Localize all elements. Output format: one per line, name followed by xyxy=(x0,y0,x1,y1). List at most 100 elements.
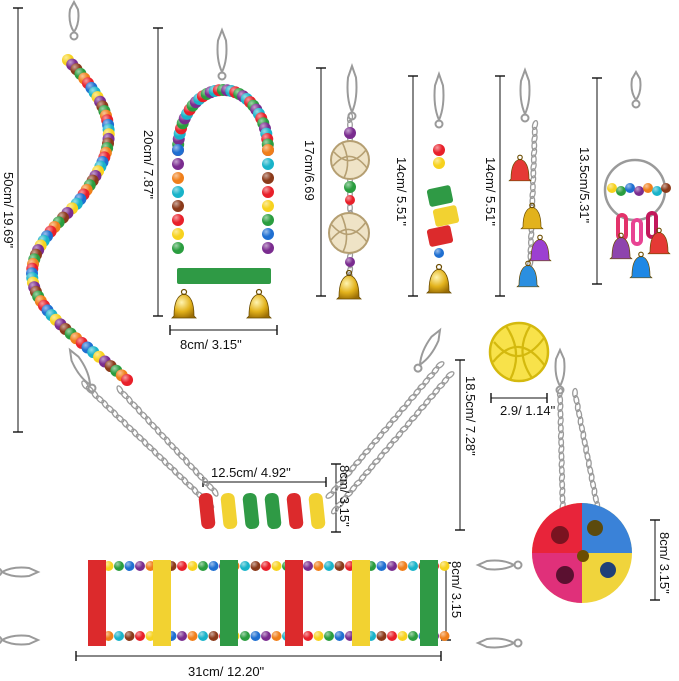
hook-outline xyxy=(68,0,80,34)
bead-shine xyxy=(324,631,334,641)
bead-shine xyxy=(114,561,124,571)
bell-loop xyxy=(345,269,353,277)
bell-body xyxy=(508,158,532,182)
chain-link xyxy=(163,436,172,446)
chain-link xyxy=(574,401,581,413)
chain-link xyxy=(558,451,565,462)
wood-block xyxy=(426,185,454,207)
chain-link xyxy=(413,387,422,397)
chain-link xyxy=(141,437,149,448)
bead-shine xyxy=(262,242,274,254)
chain-link xyxy=(589,479,597,490)
chain-link xyxy=(120,390,129,400)
bead-shine xyxy=(652,186,662,196)
chain-link xyxy=(111,409,119,419)
chain-link xyxy=(558,472,566,483)
chain-link xyxy=(154,426,162,436)
chain-link xyxy=(135,405,143,416)
bell xyxy=(508,154,532,182)
bead-shine xyxy=(625,183,635,193)
bell-loop xyxy=(525,260,531,267)
chain-link xyxy=(394,409,403,419)
bead-shine xyxy=(135,631,145,641)
chain-link xyxy=(165,462,175,471)
chain-link xyxy=(557,402,564,413)
swing-perch xyxy=(177,268,271,284)
chain-link xyxy=(206,482,215,492)
bead-shine xyxy=(172,228,184,240)
hammock-depth-label: 8cm/ 3.15" xyxy=(337,465,352,527)
bell xyxy=(171,288,197,319)
bead-shine xyxy=(250,561,261,571)
bead-shine xyxy=(172,242,184,254)
chain-link xyxy=(399,425,409,433)
chain-link xyxy=(422,376,431,386)
hook-ring xyxy=(513,560,523,570)
chain-link xyxy=(559,493,566,504)
chain-link xyxy=(196,472,205,481)
ladder-length-label: 31cm/ 12.20" xyxy=(188,664,265,679)
chain-link xyxy=(371,457,381,466)
chain-link xyxy=(557,409,564,420)
chain-link xyxy=(376,431,385,440)
bead-shine xyxy=(208,631,219,641)
chain-link xyxy=(340,494,349,504)
dimension-lines xyxy=(13,7,660,661)
chain-link xyxy=(182,456,191,467)
hammock-chain-height-label: 18.5cm/ 7.28" xyxy=(463,376,478,456)
hammock-peg xyxy=(264,492,282,530)
chain-link xyxy=(371,436,381,445)
chain-link xyxy=(161,457,169,467)
hook xyxy=(216,27,228,81)
hook-ring xyxy=(0,635,3,645)
chain-link xyxy=(344,489,354,498)
chain-link xyxy=(105,404,115,414)
bell xyxy=(647,227,671,255)
chain-link xyxy=(557,430,565,441)
chain-link xyxy=(427,392,437,401)
chain-link xyxy=(558,444,565,455)
chain-link xyxy=(528,230,535,241)
chain-link xyxy=(591,486,598,497)
wicker-ball-small-2 xyxy=(328,212,370,254)
bead-shine xyxy=(262,200,274,212)
chain-link xyxy=(558,458,565,469)
chain-link xyxy=(135,433,145,442)
hook xyxy=(0,634,41,646)
hook-ring xyxy=(520,113,530,123)
ball-hole xyxy=(556,566,574,584)
chain-link xyxy=(435,361,445,369)
bead-shine xyxy=(397,631,408,641)
hammock-peg xyxy=(198,492,216,530)
chain-link xyxy=(335,500,345,509)
bead-shine xyxy=(172,214,184,226)
chain-link xyxy=(362,447,372,456)
ladder-width-label: 8cm/ 3.15 xyxy=(449,561,464,618)
chain-link xyxy=(585,458,592,469)
chain-link xyxy=(367,441,376,451)
hook-ring xyxy=(513,638,523,648)
bead-shine xyxy=(250,631,261,641)
chain-link xyxy=(348,463,357,473)
bell xyxy=(516,260,540,288)
hook xyxy=(0,566,41,578)
hanging-ball-toy xyxy=(532,503,632,603)
chain-link xyxy=(381,446,391,455)
ladder-rung xyxy=(420,560,438,646)
chain-link xyxy=(358,473,367,482)
bead-shine xyxy=(433,157,445,169)
hook-outline xyxy=(216,27,228,75)
bead-shine xyxy=(262,172,274,184)
chain-link xyxy=(367,462,376,472)
hook-outline xyxy=(519,67,531,117)
chain-link xyxy=(529,181,536,193)
chain-link xyxy=(144,415,153,426)
hook xyxy=(413,327,442,373)
bead-shine xyxy=(303,631,313,641)
hook-ring xyxy=(69,31,79,41)
chain-link xyxy=(191,485,199,496)
chain-link xyxy=(592,493,599,504)
hook-outline xyxy=(346,62,358,115)
chain-link xyxy=(155,452,165,462)
chain-link xyxy=(556,387,564,399)
